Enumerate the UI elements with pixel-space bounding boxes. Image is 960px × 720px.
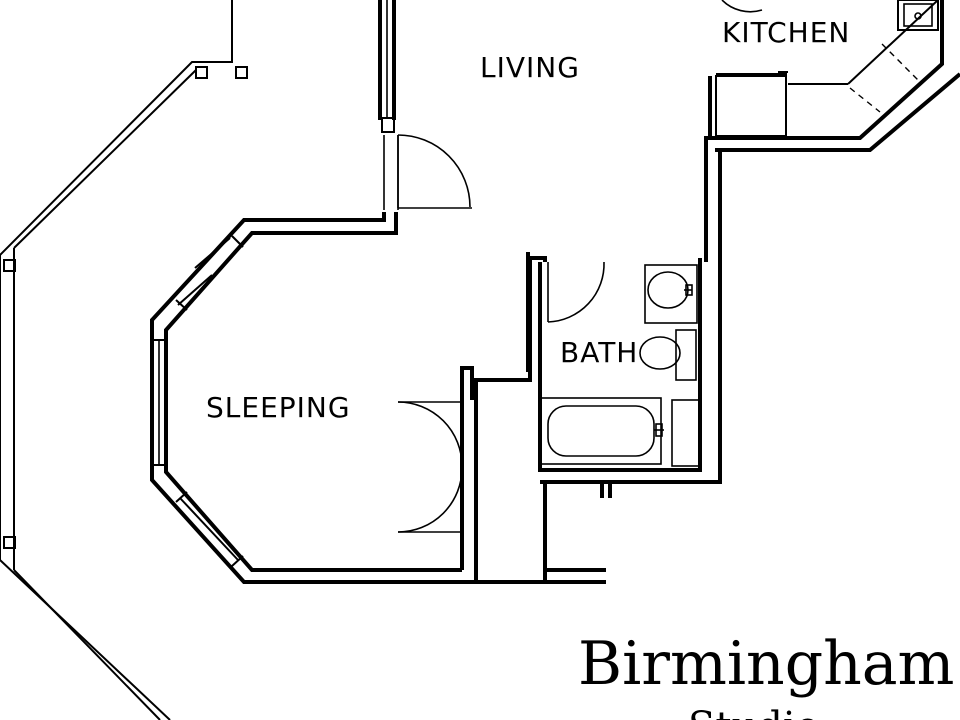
- closet-doors: [397, 258, 532, 580]
- room-label-living: LIVING: [480, 51, 580, 84]
- plan-subtitle: Studio: [688, 704, 820, 720]
- deck-outline: [0, 0, 248, 720]
- room-label-sleeping: SLEEPING: [206, 391, 351, 424]
- kitchen-walls: [706, 0, 960, 152]
- living-door: [383, 134, 472, 210]
- living-window-wall: [378, 0, 396, 133]
- plan-title: Birmingham: [578, 629, 954, 699]
- sleeping-walls: [150, 212, 606, 584]
- room-label-bath: BATH: [560, 336, 638, 369]
- room-label-kitchen: KITCHEN: [722, 16, 850, 49]
